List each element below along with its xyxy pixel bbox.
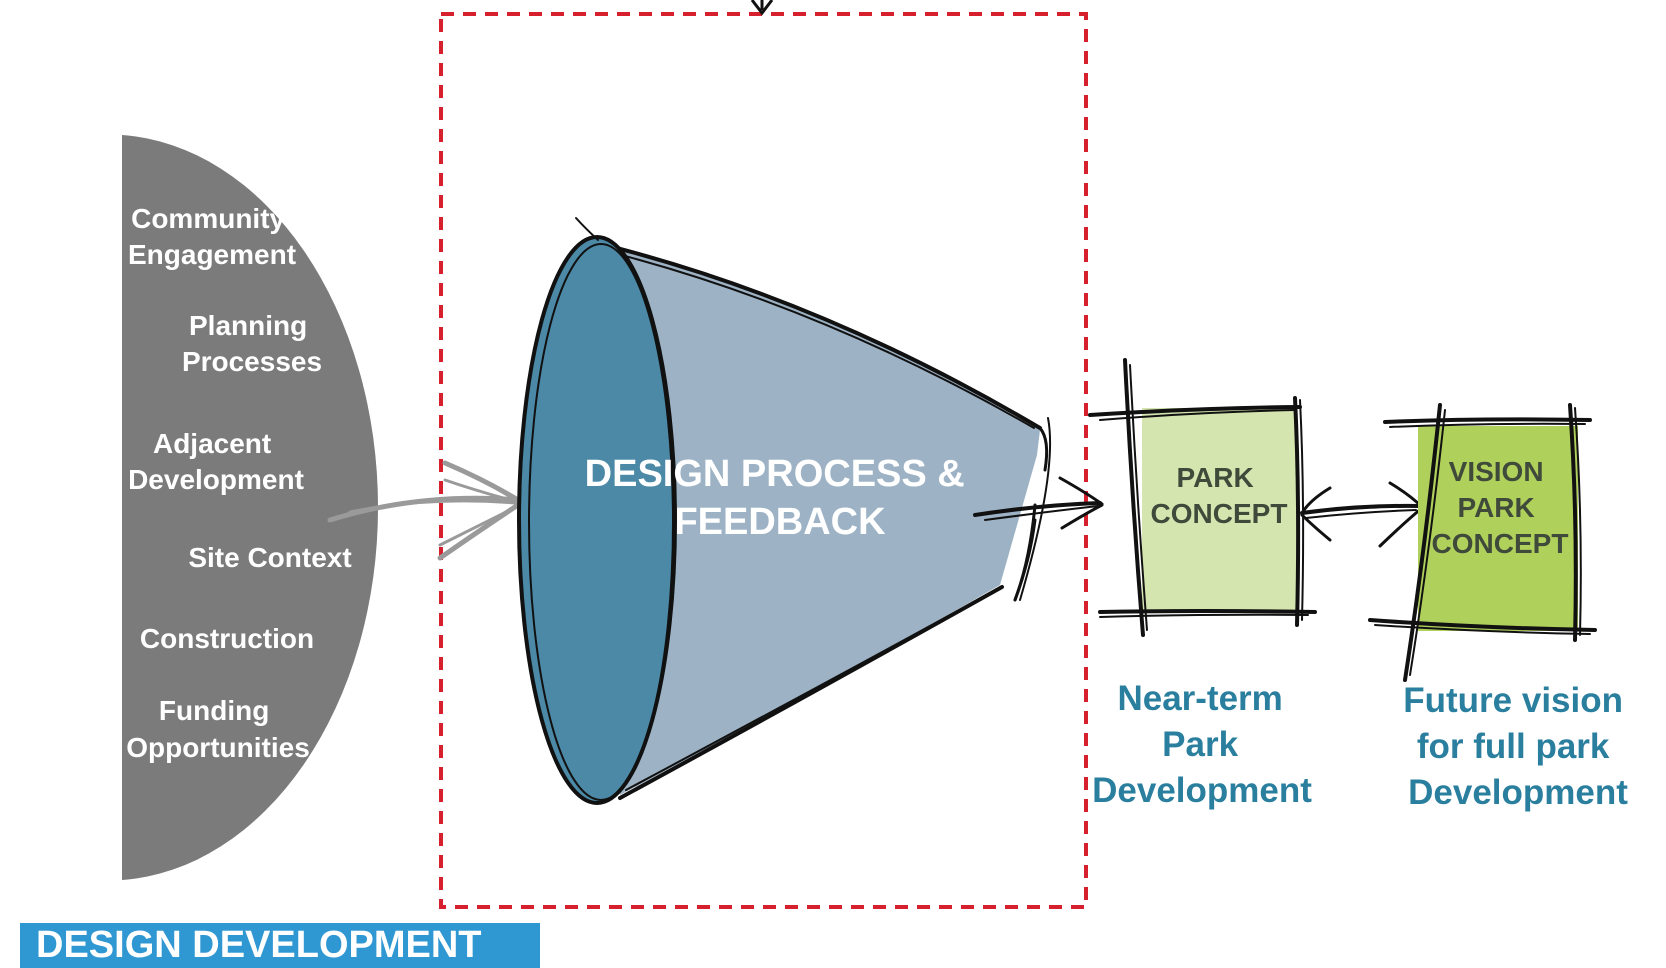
vision-concept-box [1418,426,1578,631]
vision-concept-caption: Future vision for full park Development [1403,681,1632,812]
vision-concept-label: VISION PARK CONCEPT [1432,456,1569,559]
vision-concept-sketch [1368,403,1597,682]
park-concept-label: PARK CONCEPT [1151,462,1288,529]
input-construction: Construction [140,623,314,654]
design-development-banner: DESIGN DEVELOPMENT [20,923,540,968]
input-site-context: Site Context [188,542,351,573]
park-concept-sketch [1088,358,1317,637]
park-concept-caption: Near-term Park Development [1092,679,1312,810]
concept-link-arrow [1300,481,1424,548]
input-arrows [327,460,523,561]
funnel-body [597,245,1040,795]
top-arrow-icon [750,0,774,16]
park-concept-box [1142,408,1297,613]
funnel-mouth-outline [517,217,677,805]
funnel-mouth [519,237,675,803]
input-planning-processes: Planning Processes [182,310,322,377]
input-adjacent-development: Adjacent Development [128,428,304,495]
funnel-label: DESIGN PROCESS & FEEDBACK [585,453,976,543]
funnel-to-park-arrow [973,476,1104,602]
design-process-frame [439,12,1088,909]
input-funding-opportunities: Funding Opportunities [126,695,310,763]
inputs-half-ellipse [122,135,379,880]
input-community-engagement: Community Engagement [128,203,296,270]
